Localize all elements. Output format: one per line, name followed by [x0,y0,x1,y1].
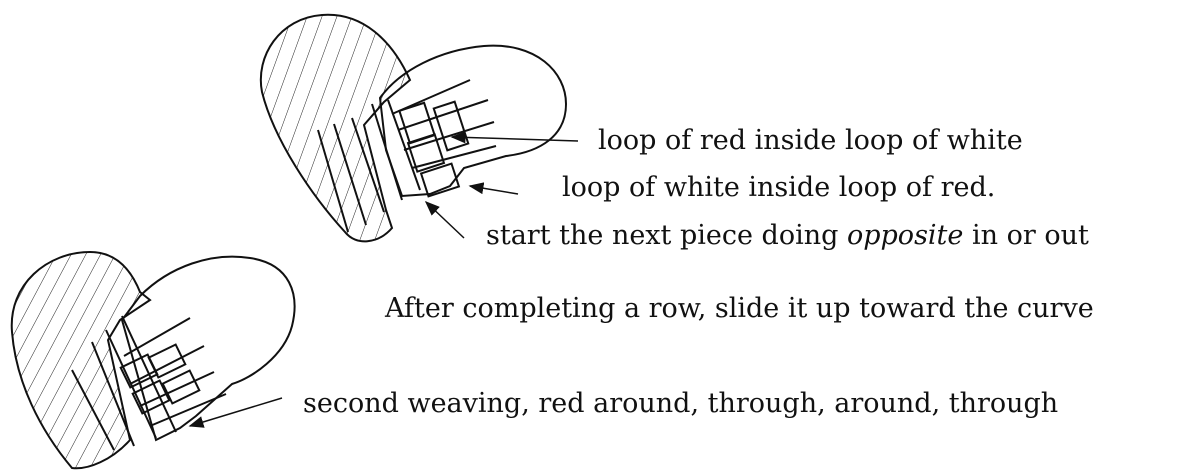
top-right-strip-3 [404,122,494,150]
arrow-second-weaving [190,398,282,426]
caption-next-piece: start the next piece doing opposite in o… [486,222,1089,249]
arrow-next-piece [426,202,464,238]
caption-next-piece-before: start the next piece doing [486,220,847,251]
caption-next-piece-after: in or out [963,220,1088,251]
caption-red-inside-white: loop of red inside loop of white [598,127,1023,154]
caption-next-piece-emphasis: opposite [847,220,963,251]
bottom-right-lobe [122,257,295,440]
caption-white-inside-red: loop of white inside loop of red. [562,174,995,201]
top-heart-sketch [261,15,566,242]
arrow-red-inside-white [452,137,578,141]
bottom-loop-1 [121,355,158,388]
caption-slide-up: After completing a row, slide it up towa… [385,295,1094,322]
top-right-lobe [380,46,566,196]
top-right-strip-4 [412,146,496,168]
caption-second-weaving: second weaving, red around, through, aro… [303,390,1058,417]
arrow-white-inside-red [470,186,518,194]
bottom-heart-sketch [12,252,295,468]
bottom-right-strip-1 [124,318,190,356]
